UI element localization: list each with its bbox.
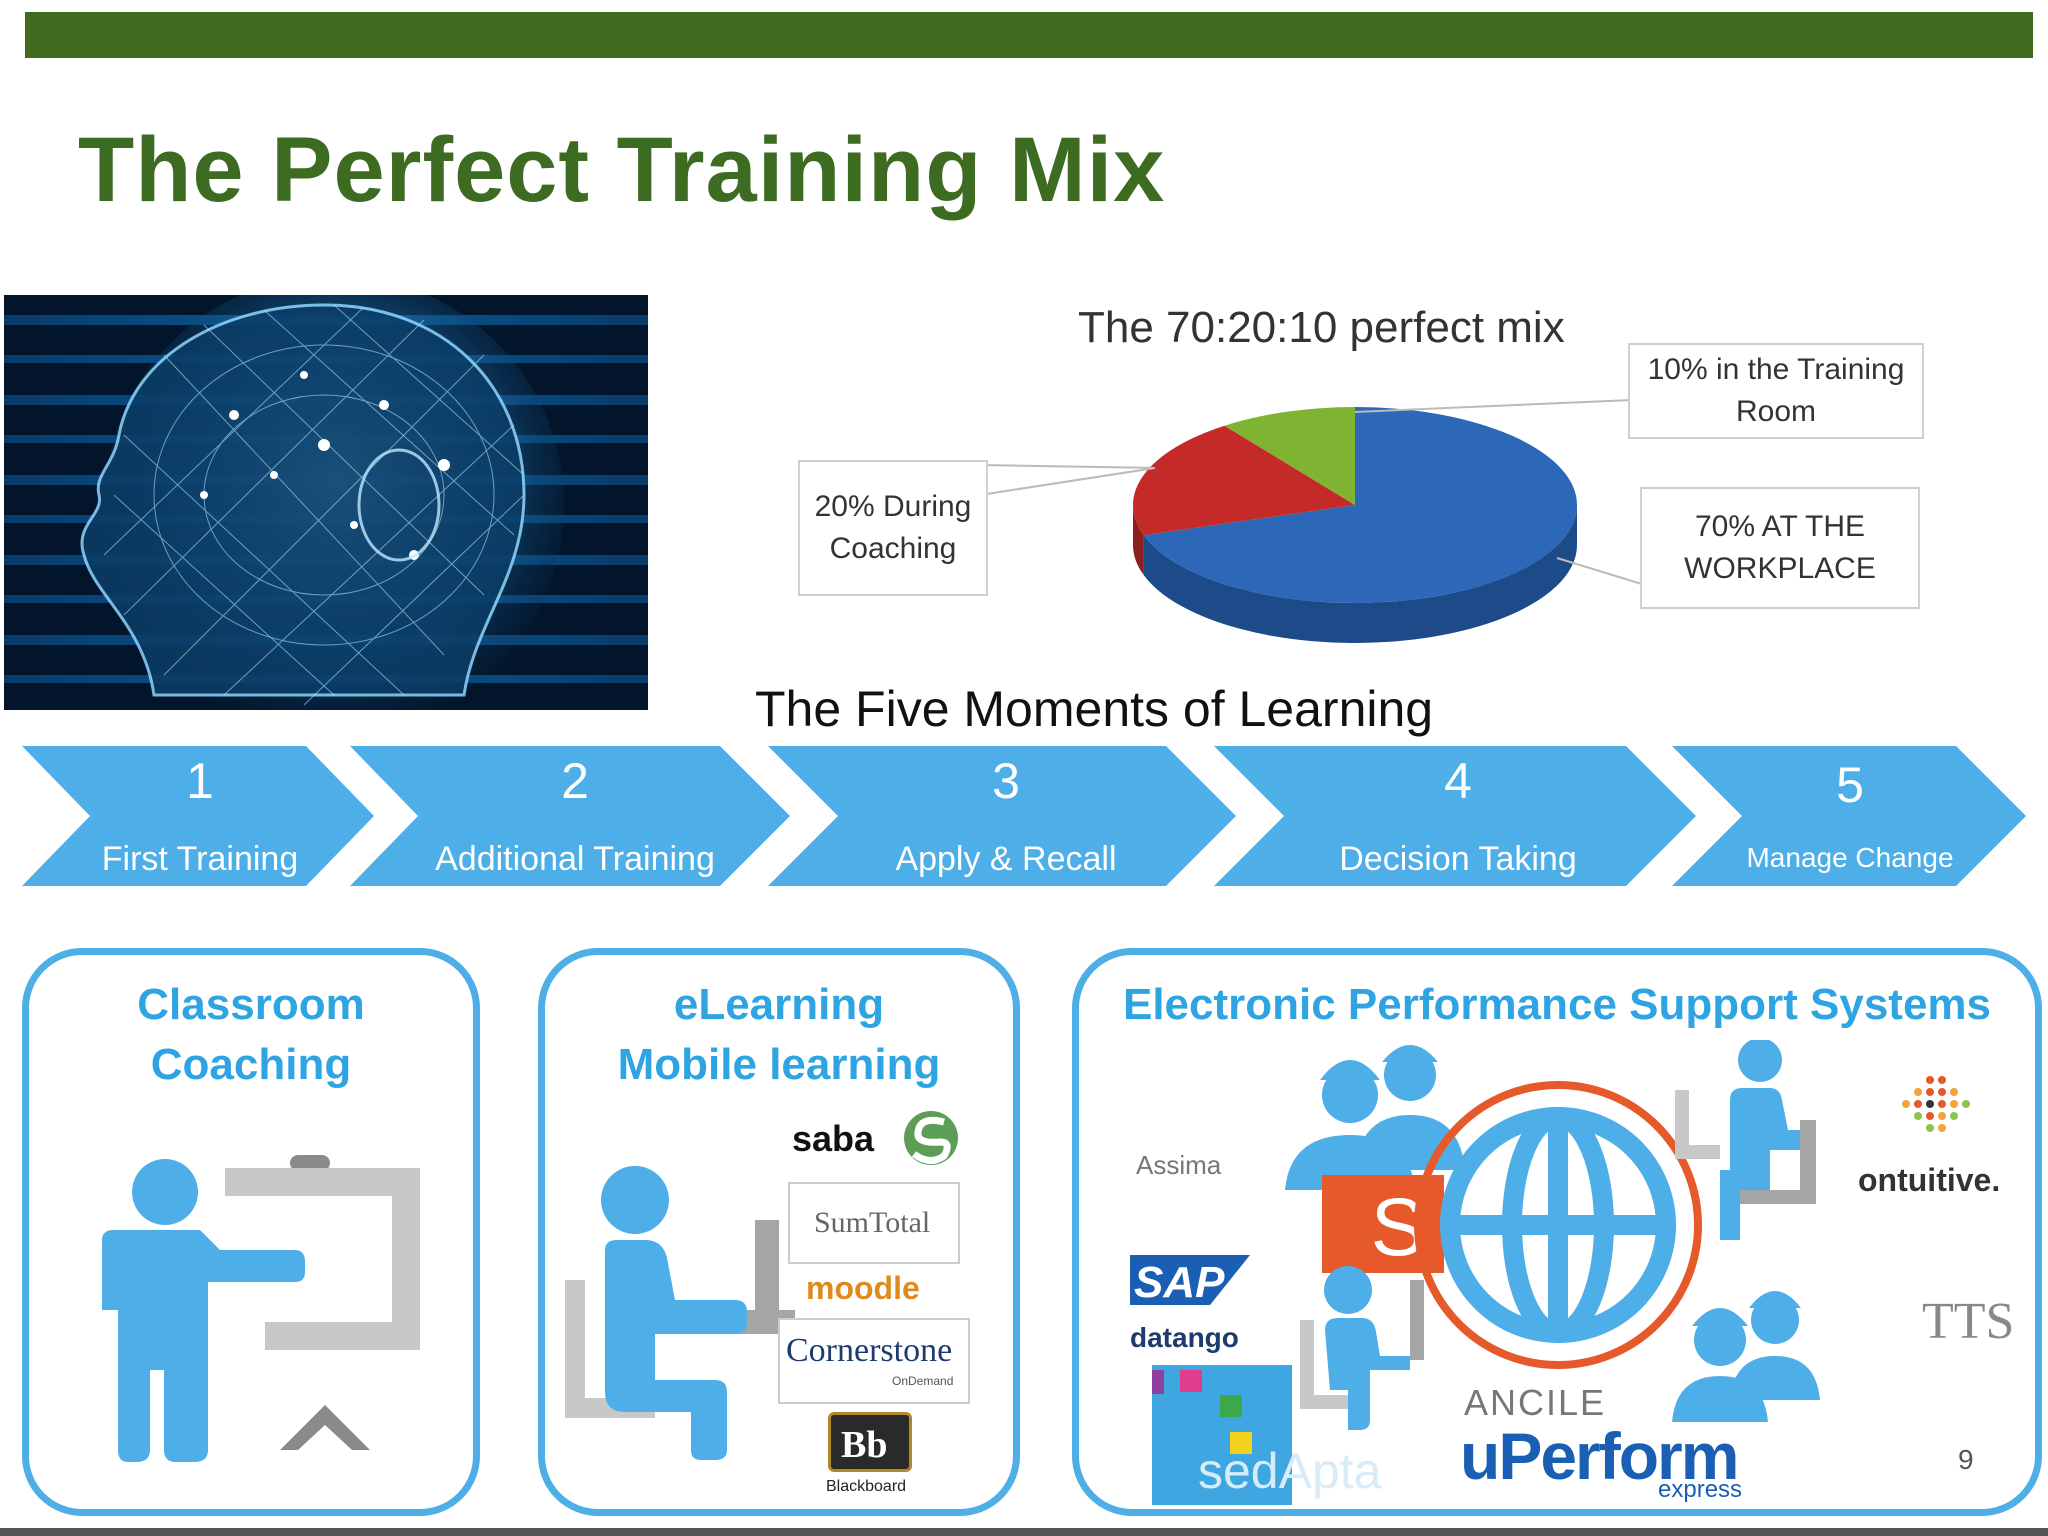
tts-logo: TTS (1922, 1293, 2015, 1350)
pie-slice-training-room (1224, 407, 1355, 505)
workers-group-bottom-icon (1672, 1291, 1820, 1422)
moment-2-number: 2 (561, 753, 589, 809)
uperform-express: express (1658, 1476, 1743, 1503)
pie-chart (979, 399, 1646, 643)
cornerstone-logo-box: Cornerstone OnDemand (778, 1318, 970, 1404)
pie-slice-coaching (1133, 425, 1355, 536)
saba-swirl-icon (904, 1111, 958, 1165)
moment-1-number: 1 (186, 753, 214, 809)
pie-chart-title: The 70:20:10 perfect mix (1078, 303, 1565, 352)
pie-slice-coaching-side (1133, 505, 1144, 576)
moment-5-label: Manage Change (1746, 842, 1954, 873)
leader-line-20b (979, 467, 1156, 496)
moment-4-number: 4 (1444, 753, 1472, 809)
desk-worker-middle-icon (1300, 1266, 1424, 1430)
moment-2-label: Additional Training (435, 840, 715, 878)
globe-ring-icon (1414, 1081, 1702, 1369)
moments-chevrons (22, 746, 2026, 886)
moodle-logo: moodle (806, 1270, 920, 1306)
sumtotal-logo: SumTotal (814, 1206, 931, 1239)
ancile-logo: ANCILE (1464, 1382, 1607, 1423)
page-number: 9 (1958, 1444, 1974, 1475)
uperform-logo: uPerform (1460, 1419, 1739, 1493)
chevron-2 (350, 746, 790, 886)
leader-line-20a (979, 464, 1156, 469)
blackboard-logo: Blackboard (826, 1478, 907, 1495)
saba-logo: saba (792, 1118, 875, 1159)
blackboard-mark-text: Bb (841, 1424, 888, 1466)
cornerstone-sub: OnDemand (892, 1374, 954, 1388)
presenter-icon (102, 1155, 420, 1462)
moment-3-label: Apply & Recall (895, 840, 1117, 878)
page-title: The Perfect Training Mix (78, 119, 1166, 221)
sap-logo: SAP (1134, 1258, 1225, 1307)
callout-20-percent: 20% During Coaching (798, 460, 988, 596)
sumtotal-logo-box: SumTotal (788, 1182, 960, 1264)
sedapta-tile (1152, 1365, 1292, 1505)
blackboard-mark: Bb (828, 1412, 912, 1472)
assima-logo: Assima (1136, 1150, 1222, 1180)
moment-5-number: 5 (1836, 757, 1864, 813)
workers-group-top-icon (1285, 1045, 1465, 1190)
callout-70-percent: 70% AT THE WORKPLACE (1640, 487, 1920, 609)
classroom-title-line1: Classroom (137, 980, 365, 1029)
five-moments-title: The Five Moments of Learning (755, 681, 1434, 737)
top-accent-bar (25, 12, 2033, 58)
classroom-title-line2: Coaching (150, 1040, 352, 1089)
sedapta-logo: sedApta (1198, 1443, 1382, 1499)
cornerstone-logo: Cornerstone (786, 1332, 953, 1369)
chevron-1 (22, 746, 374, 886)
globe-icon (1440, 1107, 1676, 1343)
elearning-title-line1: eLearning (673, 980, 885, 1029)
chevron-3 (768, 746, 1236, 886)
epss-title: Electronic Performance Support Systems (1122, 980, 1992, 1029)
pie-slice-workplace-side (1143, 505, 1577, 643)
footer-bar (0, 1528, 2048, 1536)
brain-head-image (4, 295, 648, 710)
leader-line-70 (1556, 557, 1646, 586)
ontuitive-logo: ontuitive. (1858, 1162, 2001, 1198)
classroom-title: Classroom Coaching (22, 975, 480, 1095)
sap-logo-shape (1130, 1255, 1250, 1305)
pie-slice-workplace (1143, 407, 1577, 603)
callout-10-percent: 10% in the Training Room (1628, 343, 1924, 439)
moment-1-label: First Training (101, 840, 299, 878)
moment-3-number: 3 (992, 753, 1020, 809)
chevron-4 (1214, 746, 1696, 886)
leader-line-10 (1354, 399, 1633, 413)
learner-at-desk-icon (565, 1166, 795, 1460)
epss-illustration: S (1130, 1040, 1970, 1505)
datango-logo: datango (1130, 1322, 1239, 1353)
elearning-title-line2: Mobile learning (617, 1040, 941, 1089)
desk-worker-right-icon (1675, 1040, 1816, 1240)
chevron-5 (1672, 746, 2026, 886)
moment-4-label: Decision Taking (1339, 840, 1577, 878)
elearning-title: eLearning Mobile learning (538, 975, 1020, 1095)
ontuitive-dots-icon (1902, 1076, 1970, 1132)
